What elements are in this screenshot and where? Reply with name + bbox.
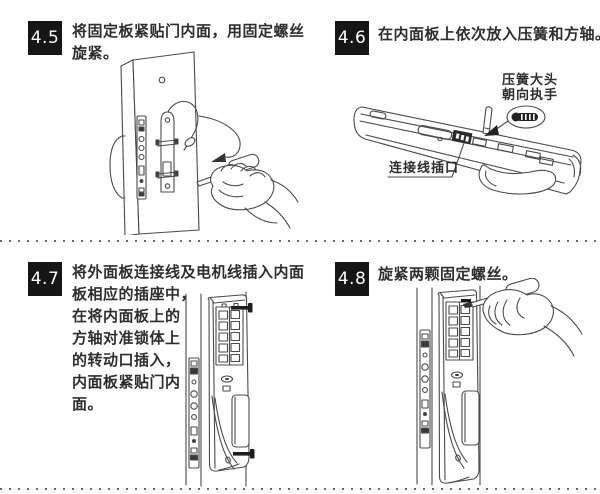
- interior-panel-spring-shaft-illustration: [353, 105, 582, 195]
- spring-callout-line: 朝向执手: [501, 87, 558, 103]
- spring-callout-label: 压簧大头 朝向执手: [496, 73, 564, 103]
- spring-callout-line: 压簧大头: [501, 73, 558, 88]
- step-text-line: 将固定板紧贴门内面，用固定螺丝: [72, 22, 305, 40]
- step-text-4-8: 旋紧两颗固定螺丝。: [378, 263, 518, 285]
- step-text-line: 将外面板连接线及电机线插入内面: [72, 263, 305, 281]
- step-text-line: 的转动口插入，: [72, 351, 181, 369]
- step-badge-4-8: 4.8: [335, 262, 369, 296]
- step-text-line: 内面板紧贴门内: [72, 373, 181, 391]
- step-text-line: 方轴对准锁体上: [72, 329, 181, 347]
- step-badge-4-5: 4.5: [28, 21, 62, 55]
- dotted-divider-bottom: [0, 488, 600, 490]
- dotted-divider-top: [0, 240, 600, 242]
- tighten-screws-illustration: [416, 278, 583, 486]
- step-text-4-5: 将固定板紧贴门内面，用固定螺丝 旋紧。: [72, 20, 305, 64]
- step-text-line: 板相应的插座中，: [72, 285, 197, 303]
- step-text-4-6: 在内面板上依次放入压簧和方轴。: [378, 23, 600, 45]
- step-text-line: 面。: [72, 395, 104, 413]
- step-badge-4-7: 4.7: [28, 262, 62, 296]
- step-text-line: 在将内面板上的: [72, 307, 181, 325]
- connector-socket-label: 连接线插口: [389, 161, 460, 176]
- step-text-line: 旋紧两颗固定螺丝。: [378, 265, 518, 283]
- step-text-line: 旋紧。: [72, 44, 119, 62]
- panel-lock-body-alignment-illustration: [185, 291, 255, 487]
- step-text-line: 在内面板上依次放入压簧和方轴。: [378, 25, 600, 43]
- door-fixing-plate-illustration: [109, 51, 299, 235]
- step-badge-4-6: 4.6: [335, 21, 369, 55]
- step-text-4-7: 将外面板连接线及电机线插入内面 板相应的插座中， 在将内面板上的 方轴对准锁体上…: [72, 261, 305, 415]
